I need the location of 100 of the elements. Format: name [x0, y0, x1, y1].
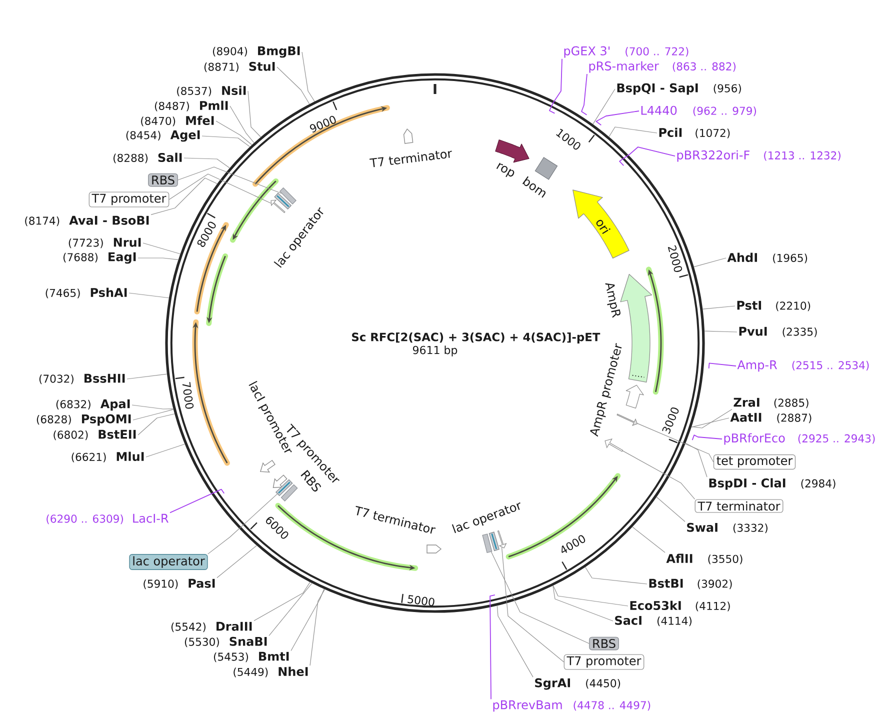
tick-label: 5000	[408, 595, 434, 606]
leader-line	[142, 242, 180, 254]
leader-line	[592, 88, 616, 124]
leader-line	[637, 423, 714, 462]
leader-line	[702, 306, 736, 310]
size-label: 9611 bp	[412, 346, 458, 356]
label-box: RBS	[589, 636, 619, 650]
site-label: (6832) ApaI	[56, 399, 130, 411]
feature-block: ori	[572, 190, 630, 258]
leader-line	[276, 66, 310, 104]
leader-line	[302, 52, 315, 102]
leader-line	[230, 106, 254, 143]
leader-line	[184, 158, 230, 168]
tick-label: 4000	[562, 535, 586, 553]
leader-line	[548, 58, 562, 114]
leader-line	[202, 136, 250, 147]
site-label: (8487) PmlI	[154, 100, 228, 112]
site-label: (5449) NheI	[234, 666, 308, 678]
leader-line	[170, 488, 225, 514]
site-label: (5542) DraIII	[171, 622, 252, 632]
leader-line	[254, 582, 310, 622]
leader-line	[216, 120, 252, 146]
leader-line	[501, 546, 564, 662]
site-label: (6802) BstEII	[54, 430, 136, 440]
feature-label: AmpR	[605, 283, 620, 318]
label-box: lac operator	[129, 554, 208, 570]
outline-arrow	[270, 200, 286, 214]
site-label: (7688) EagI	[63, 252, 136, 264]
site-label: AflII (3550)	[666, 554, 742, 564]
leader-line	[685, 442, 708, 478]
leader-line	[692, 434, 722, 440]
map-title: Sc RFC[2(SAC) + 3(SAC) + 4(SAC)]-pET	[352, 332, 600, 344]
label-box: T7 terminator	[694, 499, 784, 513]
outline-arrow	[497, 530, 507, 548]
leader-line	[632, 526, 666, 553]
leader-line	[126, 374, 168, 380]
leader-line	[490, 594, 496, 700]
outline-arrow	[604, 438, 624, 452]
primer-label: L4440 (962 .. 979)	[641, 106, 756, 116]
site-label: (8871) StuI	[204, 62, 275, 72]
site-label: BspDI - ClaI (2984)	[709, 478, 836, 490]
tick-label: 3000	[662, 407, 679, 434]
leader-line	[132, 409, 174, 420]
leader-line	[150, 178, 218, 216]
leader-line	[585, 566, 648, 584]
feature-label: T7 terminator	[369, 150, 452, 168]
leader-line	[694, 258, 726, 268]
site-label: AatII (2887)	[730, 412, 812, 424]
primer-label: (6290 .. 6309) LacI-R	[46, 514, 168, 524]
tick-label: 2000	[668, 245, 682, 272]
primer-label: pBRrevBam (4478 .. 4497)	[493, 700, 650, 712]
site-label: SgrAI (4450)	[535, 678, 620, 690]
site-label: PstI (2210)	[737, 300, 810, 312]
leader-line	[128, 292, 170, 298]
leader-line	[596, 110, 640, 126]
label-box: RBS	[148, 173, 178, 187]
primer-label: pBRforEco (2925 .. 2943)	[724, 433, 875, 445]
tick-label: 9000	[310, 116, 336, 132]
site-label: (7723) NruI	[68, 238, 141, 248]
leader-line	[496, 605, 534, 678]
leader-line	[608, 126, 658, 137]
leader-line	[581, 74, 588, 116]
site-label: BstBI (3902)	[649, 578, 732, 590]
leader-line	[146, 444, 185, 458]
leader-line	[268, 582, 312, 636]
leader-line	[552, 586, 614, 622]
site-label: (8288) SalI	[114, 152, 182, 164]
site-label: (8470) MfeI	[141, 116, 214, 126]
site-label: (5530) SnaBI	[184, 636, 267, 648]
leader-line	[290, 588, 324, 652]
feature-label: AmpR promoter	[590, 343, 622, 437]
leader-line	[691, 418, 730, 428]
site-label: SwaI (3332)	[687, 522, 768, 534]
leader-line	[656, 496, 686, 522]
primer-label: Amp-R (2515 .. 2534)	[737, 360, 869, 372]
leader-line	[138, 414, 175, 436]
label-box: T7 promoter	[88, 192, 170, 208]
feature-label: rop	[496, 162, 514, 178]
leader-line	[138, 258, 178, 260]
site-label: (7032) BssHII	[39, 374, 125, 384]
leader-line	[552, 585, 628, 606]
site-label: BspQI - SapI (956)	[617, 83, 741, 95]
leader-line	[248, 90, 261, 138]
site-label: SacI (4114)	[615, 616, 692, 626]
leader-line	[208, 494, 278, 554]
site-label: PciI (1072)	[659, 128, 730, 138]
site-label: ZraI (2885)	[734, 398, 808, 408]
site-label: (5910) PasI	[144, 578, 215, 590]
leader-line	[708, 362, 736, 369]
site-label: (8904) BmgBI	[212, 46, 300, 58]
primer-label: pGEX 3' (700 .. 722)	[564, 46, 688, 58]
site-label: (8537) NsiI	[177, 86, 246, 96]
site-label: Eco53kI (4112)	[630, 600, 730, 612]
leader-line	[216, 545, 257, 578]
primer-label: pRS-marker (863 .. 882)	[589, 61, 736, 73]
tick-label: 7000	[182, 382, 194, 409]
label-box: T7 promoter	[564, 654, 644, 670]
leader-line	[691, 409, 732, 428]
leader-line	[310, 589, 326, 666]
site-label: PvuI (2335)	[739, 326, 817, 338]
